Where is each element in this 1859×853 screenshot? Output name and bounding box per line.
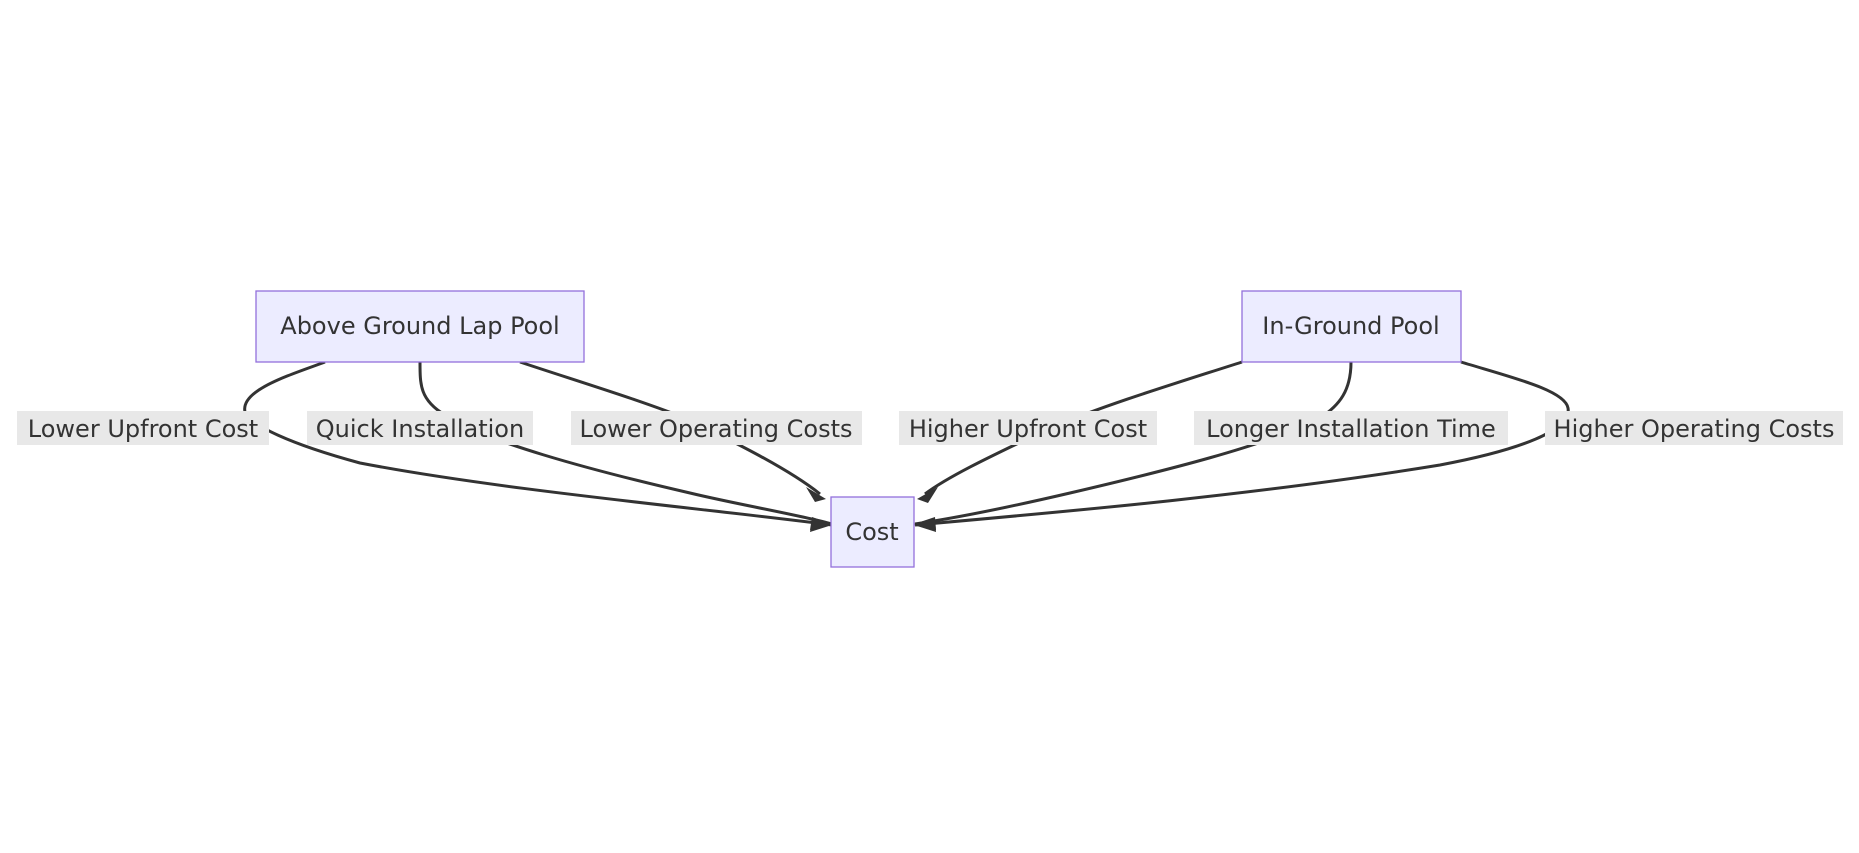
- edges: [243, 360, 1570, 527]
- arrowhead-2: [810, 517, 832, 530]
- arrowhead-4: [917, 487, 938, 503]
- node-above-ground-lap-pool: Above Ground Lap Pool: [255, 290, 585, 363]
- edge-label-text: Longer Installation Time: [1206, 415, 1496, 443]
- arrowhead-6: [914, 519, 936, 532]
- edge-labels: Lower Upfront Cost Quick Installation Lo…: [17, 411, 1843, 445]
- edge-label-text: Higher Operating Costs: [1554, 415, 1835, 443]
- arrowhead-3: [806, 487, 826, 502]
- edge-label-text: Quick Installation: [316, 415, 524, 443]
- node-in-ground-pool: In-Ground Pool: [1241, 290, 1462, 363]
- edge-label-lower-operating-costs: Lower Operating Costs: [571, 411, 862, 445]
- edge-label-longer-installation-time: Longer Installation Time: [1194, 411, 1508, 445]
- edge-label-text: Lower Upfront Cost: [28, 415, 258, 443]
- node-cost: Cost: [830, 496, 915, 568]
- edge-lower-upfront-cost: [243, 360, 833, 527]
- arrowheads: [806, 487, 938, 532]
- edge-label-text: Lower Operating Costs: [580, 415, 853, 443]
- edge-label-higher-upfront-cost: Higher Upfront Cost: [899, 411, 1157, 445]
- edge-label-quick-installation: Quick Installation: [307, 411, 533, 445]
- node-label: Above Ground Lap Pool: [280, 312, 559, 340]
- node-label: Cost: [845, 518, 898, 546]
- edge-longer-installation-time: [914, 361, 1353, 526]
- edge-higher-operating-costs: [914, 360, 1570, 527]
- edge-label-higher-operating-costs: Higher Operating Costs: [1545, 411, 1843, 445]
- edge-label-text: Higher Upfront Cost: [909, 415, 1147, 443]
- node-label: In-Ground Pool: [1262, 312, 1439, 340]
- edge-label-lower-upfront-cost: Lower Upfront Cost: [17, 411, 269, 445]
- edge-quick-installation: [418, 361, 833, 526]
